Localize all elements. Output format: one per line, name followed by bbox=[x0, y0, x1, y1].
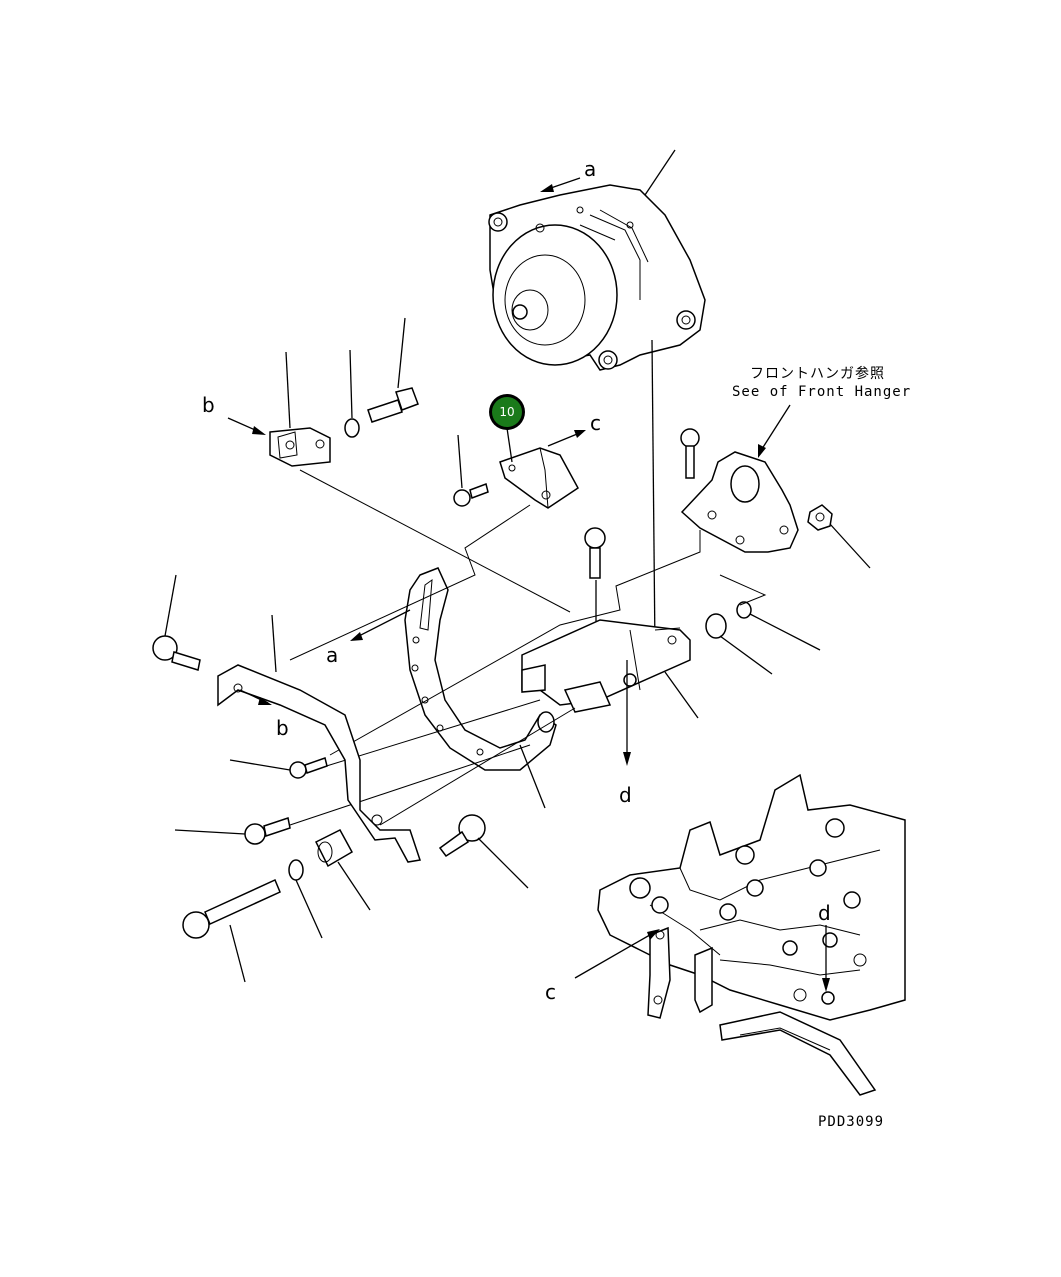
flange-bolt-3 bbox=[244, 817, 291, 845]
main-bracket-leader bbox=[664, 671, 699, 719]
part-10-bracket bbox=[499, 447, 579, 509]
long-bolt-bottom bbox=[182, 878, 281, 939]
long-bracket bbox=[217, 664, 421, 863]
arrow-b-mid bbox=[239, 689, 272, 705]
flange-bolt-2 bbox=[289, 757, 328, 779]
stud-bolt bbox=[438, 814, 486, 858]
bolt-top bbox=[367, 387, 419, 423]
washer-leader bbox=[349, 349, 353, 419]
arrow-d-mid bbox=[623, 660, 631, 766]
engine-head bbox=[597, 773, 906, 1096]
spacer-right bbox=[705, 613, 727, 639]
drawing-id: PDD3099 bbox=[818, 1114, 884, 1130]
callout-fill bbox=[492, 397, 522, 427]
guide-line-3 bbox=[329, 530, 701, 756]
note-en: See of Front Hanger bbox=[732, 384, 911, 400]
arrow-c-bottom bbox=[574, 929, 660, 979]
bracket-leader bbox=[285, 351, 291, 429]
front-hanger bbox=[680, 451, 799, 553]
label-c-bottom: c bbox=[545, 980, 556, 1004]
long-bolt-bottom-leader bbox=[229, 924, 246, 983]
small-bolt-leader bbox=[457, 434, 463, 489]
nut-leader bbox=[829, 523, 871, 569]
spacer-bottom bbox=[314, 829, 354, 868]
small-bracket bbox=[269, 427, 331, 467]
arrow-a-left bbox=[350, 609, 411, 641]
callout-leader bbox=[506, 427, 513, 463]
label-c-top: c bbox=[590, 411, 601, 435]
washer-right-leader bbox=[749, 613, 821, 651]
label-d-bottom: d bbox=[818, 901, 831, 925]
hanger-nut bbox=[807, 504, 833, 531]
washer-top bbox=[344, 418, 360, 438]
main-bracket bbox=[521, 619, 691, 713]
arrow-b-top bbox=[227, 417, 266, 435]
washer-right bbox=[736, 601, 752, 619]
callout-number: 10 bbox=[499, 405, 514, 419]
washer-bottom bbox=[288, 859, 304, 881]
stud-bolt-leader bbox=[477, 837, 529, 889]
long-bolt-mid bbox=[584, 527, 606, 579]
arrow-a-top bbox=[540, 177, 581, 192]
guide-line-7 bbox=[379, 707, 576, 826]
arrow-c-top bbox=[547, 430, 586, 447]
guide-line-6 bbox=[289, 744, 531, 826]
spacer-leader bbox=[719, 635, 773, 675]
note-jp: フロントハンガ参照 bbox=[750, 365, 885, 382]
label-b-mid: b bbox=[276, 716, 289, 740]
long-bracket-leader bbox=[271, 614, 277, 673]
alternator-leader bbox=[644, 149, 676, 196]
arrow-d-bottom bbox=[822, 925, 830, 992]
label-a-top: a bbox=[584, 157, 596, 181]
label-a-left: a bbox=[326, 643, 338, 667]
flange-bolt-1-leader bbox=[164, 574, 177, 637]
label-b-top: b bbox=[202, 393, 215, 417]
guide-line-2 bbox=[289, 504, 531, 661]
guide-line-1 bbox=[299, 469, 571, 613]
alternator bbox=[488, 184, 706, 371]
small-bolt-mid bbox=[453, 483, 489, 507]
arrow-front-hanger bbox=[758, 404, 791, 458]
bolt-top-leader bbox=[397, 317, 406, 389]
guide-line-4 bbox=[719, 574, 767, 606]
label-d-mid: d bbox=[619, 783, 632, 807]
plate-leader bbox=[519, 744, 546, 809]
flange-bolt-2-leader bbox=[229, 759, 291, 771]
flange-bolt-3-leader bbox=[174, 829, 246, 835]
washer-bottom-leader bbox=[295, 879, 323, 939]
callout-10[interactable]: 10 bbox=[489, 394, 525, 430]
hanger-bolt bbox=[680, 428, 700, 479]
flange-bolt-1 bbox=[152, 635, 201, 671]
spacer-bottom-leader bbox=[337, 861, 371, 911]
alternator-axis-line bbox=[651, 339, 656, 651]
